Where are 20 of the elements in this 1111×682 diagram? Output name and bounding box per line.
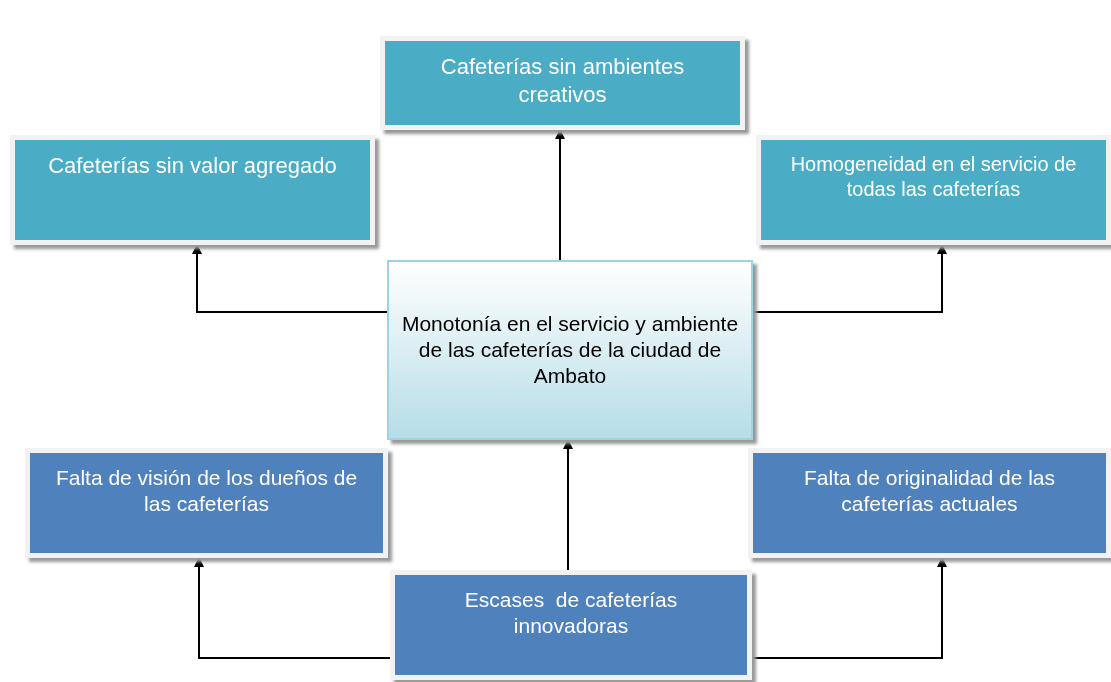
arrow [555, 129, 565, 261]
box-text: Cafeterías sin ambientes creativos [439, 53, 686, 108]
box-text: Cafeterías sin valor agregado [48, 152, 337, 180]
effect-box [756, 135, 1111, 245]
arrow [194, 557, 391, 659]
box-text: Falta de visión de los dueños de las cafeterías [54, 465, 359, 518]
effect-box [10, 135, 375, 245]
box-text: Homogeneidad en el servicio de todas las cafeterías [789, 152, 1078, 202]
problem-box [387, 260, 753, 440]
effect-box [380, 36, 745, 130]
arrow [751, 557, 947, 659]
arrow [563, 439, 573, 571]
cause-box [25, 448, 388, 558]
box-text: Escases de cafeterías innovadoras [463, 587, 679, 640]
arrow [192, 244, 388, 313]
cause-box [748, 448, 1111, 558]
arrow [752, 244, 947, 313]
box-text: Falta de originalidad de las cafeterías actuales [803, 465, 1056, 518]
box-text: Monotonía en el servicio y ambiente de las cafeterías de la ciudad de Ambato [401, 310, 739, 390]
cause-box [390, 570, 752, 680]
